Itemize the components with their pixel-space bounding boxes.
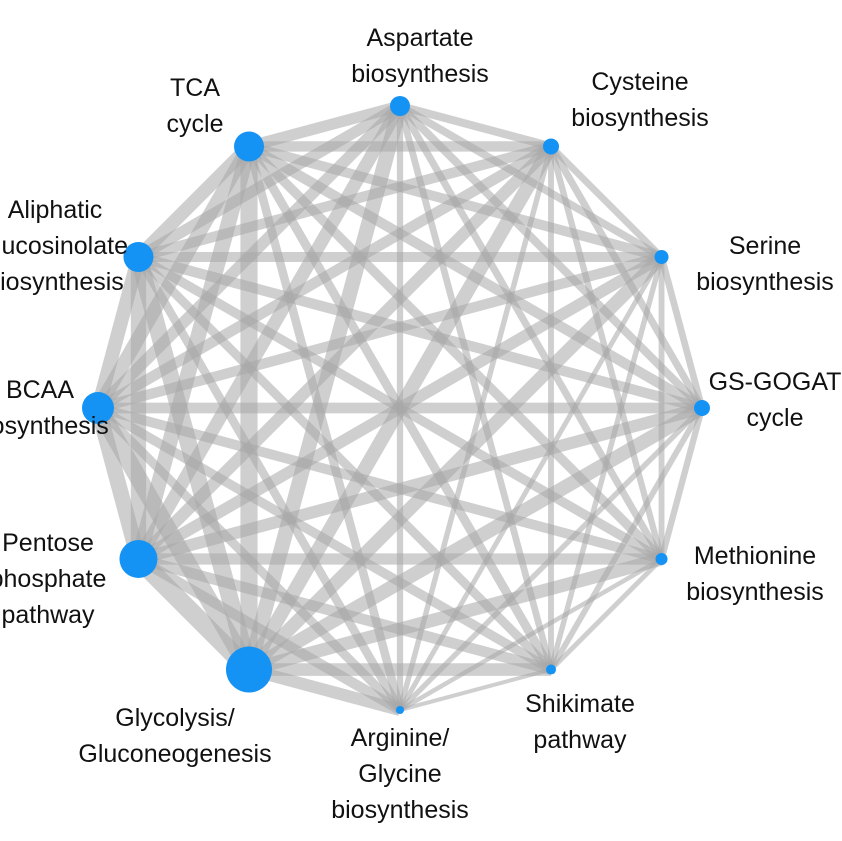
label-pentose: Pentose phosphate pathway	[0, 525, 106, 633]
edge-arginine-aliphatic	[134, 254, 404, 713]
edge-arginine-pentose	[135, 554, 403, 715]
edge-pentose-tca	[131, 144, 257, 561]
edge-methionine-tca	[245, 143, 665, 563]
node-serine[interactable]	[654, 250, 669, 264]
label-shikimate: Shikimate pathway	[525, 686, 635, 758]
label-gsgogat: GS-GOGAT cycle	[709, 364, 842, 436]
label-line: biosynthesis	[331, 796, 469, 824]
node-bcaa[interactable]	[82, 392, 114, 424]
edge-aspartate-tca	[247, 100, 402, 152]
edge-arginine-glycolysis	[247, 663, 402, 716]
label-line: glucosinolate	[0, 232, 128, 260]
label-line: TCA	[170, 74, 220, 102]
edge-gsgogat-aliphatic	[137, 252, 704, 413]
node-arginine[interactable]	[396, 706, 404, 714]
edge-serine-glycolysis	[244, 252, 667, 675]
label-line: Methionine	[693, 542, 817, 570]
label-line: Cysteine	[591, 68, 689, 96]
label-glycolysis: Glycolysis/Gluconeogenesis	[78, 700, 271, 772]
node-shikimate[interactable]	[546, 664, 556, 675]
label-line: biosynthesis	[571, 104, 709, 132]
node-gsgogat[interactable]	[694, 400, 710, 416]
edge-aspartate-cysteine	[398, 102, 553, 151]
edge-shikimate-tca	[245, 144, 555, 672]
node-aspartate[interactable]	[390, 96, 410, 116]
edge-aliphatic-tca	[133, 141, 254, 262]
label-tca: TCA cycle	[167, 70, 224, 142]
label-line: cycle	[746, 404, 804, 432]
edge-aspartate-shikimate	[396, 105, 555, 671]
label-line: pathway	[533, 726, 627, 754]
label-line: Serine	[728, 232, 802, 260]
edge-gsgogat-pentose	[136, 402, 704, 565]
label-line: biosynthesis	[686, 578, 824, 606]
edge-gsgogat-methionine	[658, 407, 706, 560]
edge-cysteine-serine	[548, 144, 664, 260]
edge-glycolysis-bcaa	[90, 403, 257, 674]
label-line: biosynthesis	[351, 60, 489, 88]
edge-bcaa-tca	[91, 142, 256, 412]
label-line: Glycine	[358, 760, 442, 788]
label-line: phosphate	[0, 565, 107, 593]
edge-arginine-tca	[244, 145, 405, 712]
label-line: biosynthesis	[0, 412, 109, 440]
label-cysteine: Cysteine biosynthesis	[571, 64, 709, 136]
label-line: pathway	[1, 601, 95, 629]
edge-methionine-shikimate	[549, 557, 664, 672]
label-line: BCAA	[5, 376, 75, 404]
label-line: biosynthesis	[0, 268, 124, 296]
label-line: Aspartate	[366, 24, 474, 52]
label-line: Glycolysis/	[115, 704, 235, 732]
label-aspartate: Aspartate biosynthesis	[351, 20, 489, 92]
node-aliphatic[interactable]	[123, 242, 154, 272]
label-line: Gluconeogenesis	[78, 740, 272, 768]
node-methionine[interactable]	[655, 553, 668, 565]
label-line: GS-GOGAT	[708, 368, 842, 396]
label-serine: Serine biosynthesis	[696, 228, 834, 300]
label-bcaa: BCAA biosynthesis	[0, 372, 109, 444]
label-line: biosynthesis	[696, 268, 834, 296]
edge-serine-tca	[247, 141, 663, 262]
node-tca[interactable]	[234, 131, 264, 162]
label-line: Aliphatic	[7, 196, 103, 224]
edges-layer	[90, 100, 706, 716]
edge-shikimate-arginine	[399, 667, 552, 712]
node-cysteine[interactable]	[543, 138, 559, 155]
label-arginine: Arginine/Glycine biosynthesis	[331, 720, 469, 828]
label-line: Shikimate	[525, 690, 635, 718]
edge-glycolysis-aliphatic	[130, 254, 258, 672]
label-aliphatic: Aliphatic glucosinolate biosynthesis	[0, 192, 128, 300]
label-line: Arginine/	[350, 724, 450, 752]
nodes-layer	[82, 96, 710, 714]
label-line: Pentose	[2, 529, 94, 557]
edge-gsgogat-tca	[246, 141, 705, 413]
node-glycolysis[interactable]	[226, 646, 272, 693]
label-methionine: Methionine biosynthesis	[686, 538, 824, 610]
edge-aspartate-glycolysis	[241, 104, 408, 672]
node-pentose[interactable]	[119, 540, 158, 578]
edge-serine-gsgogat	[658, 256, 706, 409]
label-line: cycle	[166, 110, 224, 138]
